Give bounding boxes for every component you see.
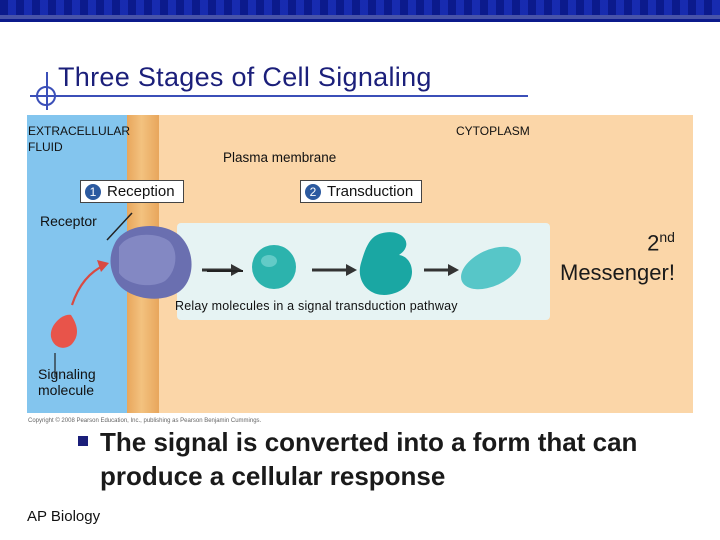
- top-banner-pattern: [0, 0, 720, 15]
- step-reception: 1 Reception: [80, 180, 184, 203]
- step2-number-badge: 2: [305, 183, 321, 200]
- extracellular-label-line2: FLUID: [28, 140, 63, 154]
- cytoplasm-label: CYTOPLASM: [456, 124, 530, 138]
- messenger-number: 2: [647, 230, 660, 256]
- receptor-leader-line: [106, 212, 133, 241]
- bullet-square-icon: [78, 436, 88, 446]
- relay-label: Relay molecules in a signal transduction…: [175, 299, 458, 313]
- step-transduction: 2 Transduction: [300, 180, 423, 203]
- step1-number-badge: 1: [85, 183, 101, 200]
- step2-label: Transduction: [327, 183, 414, 200]
- binding-arrow: [70, 263, 106, 306]
- relay-molecule-1: [252, 245, 296, 289]
- relay-molecule-2: [359, 232, 412, 295]
- messenger-ordinal: nd: [659, 229, 675, 245]
- plasma-membrane-label: Plasma membrane: [223, 150, 337, 165]
- extracellular-label-line1: EXTRACELLULAR: [28, 124, 131, 138]
- messenger-word: Messenger!: [560, 260, 675, 286]
- relay-molecule-3: [461, 246, 521, 290]
- bullet-text: The signal is converted into a form that…: [100, 427, 638, 491]
- step1-label: Reception: [107, 183, 175, 200]
- signaling-molecule: [50, 314, 77, 348]
- footer-label: AP Biology: [27, 508, 101, 525]
- signaling-label-line1: Signaling: [38, 366, 96, 382]
- second-messenger-annotation: 2nd Messenger!: [560, 222, 675, 288]
- signaling-label-line2: molecule: [38, 382, 95, 398]
- top-banner: [0, 0, 720, 22]
- slide-title: Three Stages of Cell Signaling: [58, 62, 432, 92]
- top-banner-stripe: [0, 15, 720, 19]
- plasma-membrane-pointer: [207, 270, 243, 272]
- crosshair-decoration-icon: [36, 86, 56, 106]
- copyright-notice: Copyright © 2008 Pearson Education, Inc.…: [28, 418, 262, 424]
- title-underline: [30, 95, 528, 97]
- cell-signaling-figure: [27, 115, 693, 413]
- receptor-label: Receptor: [40, 213, 97, 229]
